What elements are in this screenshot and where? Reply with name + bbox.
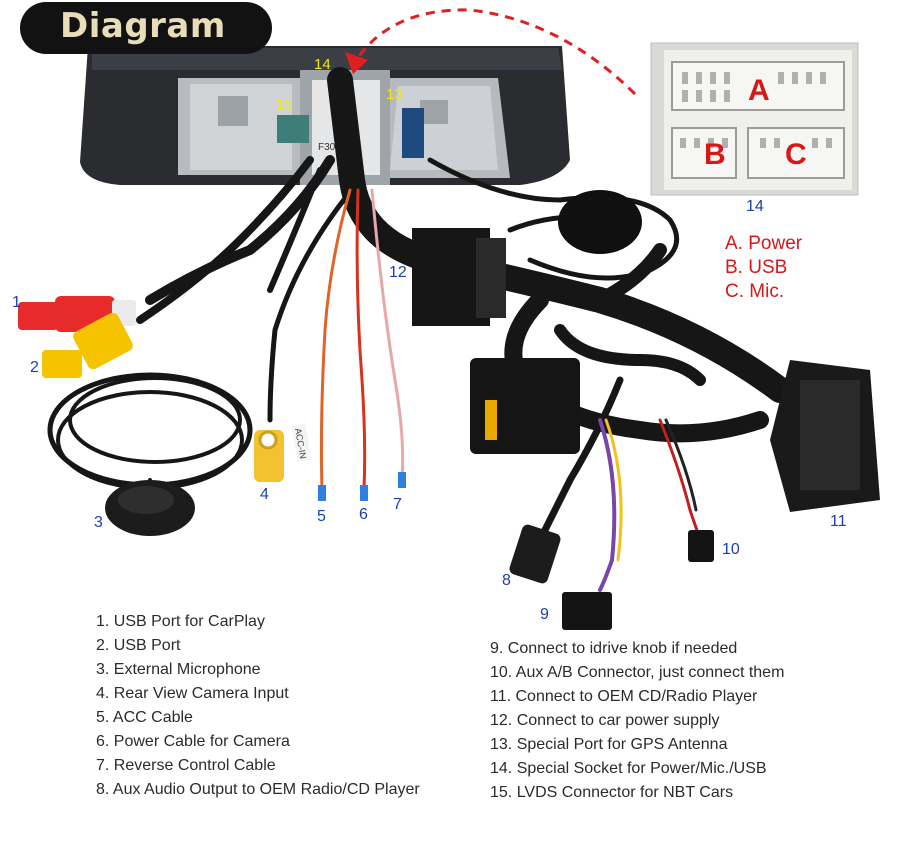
callout-1: 1 xyxy=(12,294,21,311)
callout-9: 9 xyxy=(540,606,549,623)
rca-camera-connector xyxy=(254,430,284,482)
list-item: 14. Special Socket for Power/Mic./USB xyxy=(490,760,767,777)
legend-usb: B. USB xyxy=(725,257,788,278)
list-item: 11. Connect to OEM CD/Radio Player xyxy=(490,688,758,705)
list-item: 13. Special Port for GPS Antenna xyxy=(490,736,728,753)
acc-in-tag: ACC-IN xyxy=(291,423,312,462)
callout-2: 2 xyxy=(30,359,39,376)
page-title: Diagram xyxy=(60,6,226,46)
callout-14: 14 xyxy=(314,56,331,73)
list-item: 15. LVDS Connector for NBT Cars xyxy=(490,784,734,801)
red-usb-connector xyxy=(18,296,136,332)
connector-c-label: C xyxy=(785,138,807,171)
callout-11: 11 xyxy=(830,513,847,530)
callout-10: 10 xyxy=(722,541,740,558)
callout-15: 15 xyxy=(276,96,293,113)
microphone xyxy=(105,480,195,536)
connector-b-label: B xyxy=(704,138,726,171)
callout-8: 8 xyxy=(502,572,511,589)
list-item: 6. Power Cable for Camera xyxy=(96,733,290,750)
list-item: 7. Reverse Control Cable xyxy=(96,757,276,774)
aux-box xyxy=(470,358,580,454)
reverse-wire-tip xyxy=(398,472,406,488)
oem-connector xyxy=(770,360,880,512)
acc-wire-tip xyxy=(318,485,326,501)
list-item: 12. Connect to car power supply xyxy=(490,712,720,729)
gps-antenna xyxy=(558,190,642,254)
callout-12: 12 xyxy=(389,264,407,281)
list-item: 10. Aux A/B Connector, just connect them xyxy=(490,664,785,681)
list-item: 9. Connect to idrive knob if needed xyxy=(490,640,738,657)
list-item: 2. USB Port xyxy=(96,637,181,654)
callout-14-inset: 14 xyxy=(746,198,764,215)
callout-3: 3 xyxy=(94,514,103,531)
audio-jack xyxy=(509,524,561,584)
connector-a-label: A xyxy=(748,74,770,107)
callout-6: 6 xyxy=(359,506,368,523)
list-item: 3. External Microphone xyxy=(96,661,261,678)
legend-mic: C. Mic. xyxy=(725,281,785,302)
callout-5: 5 xyxy=(317,508,326,525)
aux-ab-connector xyxy=(688,530,714,562)
list-item: 8. Aux Audio Output to OEM Radio/CD Play… xyxy=(96,781,420,798)
thin-wires xyxy=(319,188,707,592)
list-item: 5. ACC Cable xyxy=(96,709,193,726)
pointer-arrow xyxy=(353,8,637,96)
socket-inset xyxy=(650,42,859,196)
list-item: 4. Rear View Camera Input xyxy=(96,685,289,702)
title-badge xyxy=(20,2,272,54)
callout-7: 7 xyxy=(393,496,402,513)
camera-power-wire-tip xyxy=(360,485,368,501)
yellow-usb-connector xyxy=(42,312,133,378)
list-item: 1. USB Port for CarPlay xyxy=(96,613,265,630)
power-connector xyxy=(412,228,506,326)
idrive-connector xyxy=(562,592,612,630)
callout-13: 13 xyxy=(386,86,403,103)
legend-power: A. Power xyxy=(725,233,803,254)
callout-4: 4 xyxy=(260,486,269,503)
